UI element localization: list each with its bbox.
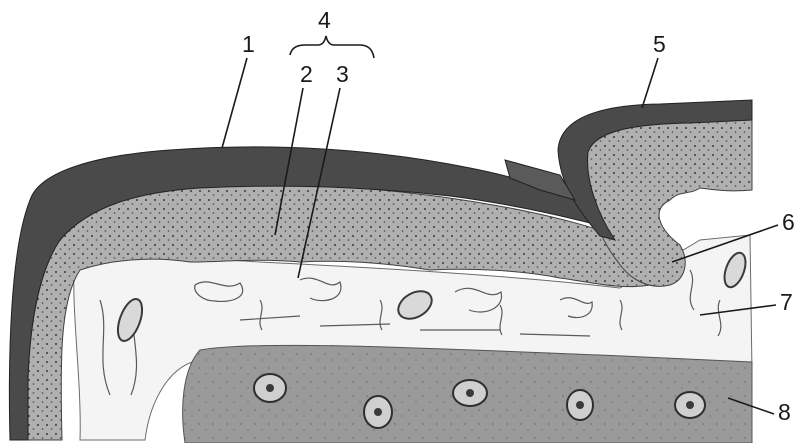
svg-text:6: 6 — [782, 209, 795, 235]
svg-text:2: 2 — [300, 61, 313, 87]
svg-text:4: 4 — [318, 7, 331, 33]
svg-text:5: 5 — [653, 31, 666, 57]
label-1: 1 — [222, 31, 255, 148]
svg-text:3: 3 — [336, 61, 349, 87]
svg-text:1: 1 — [242, 31, 255, 57]
bracket-4: 4 — [290, 7, 374, 58]
label-5: 5 — [642, 31, 666, 108]
svg-text:8: 8 — [778, 399, 791, 425]
svg-text:7: 7 — [780, 289, 793, 315]
